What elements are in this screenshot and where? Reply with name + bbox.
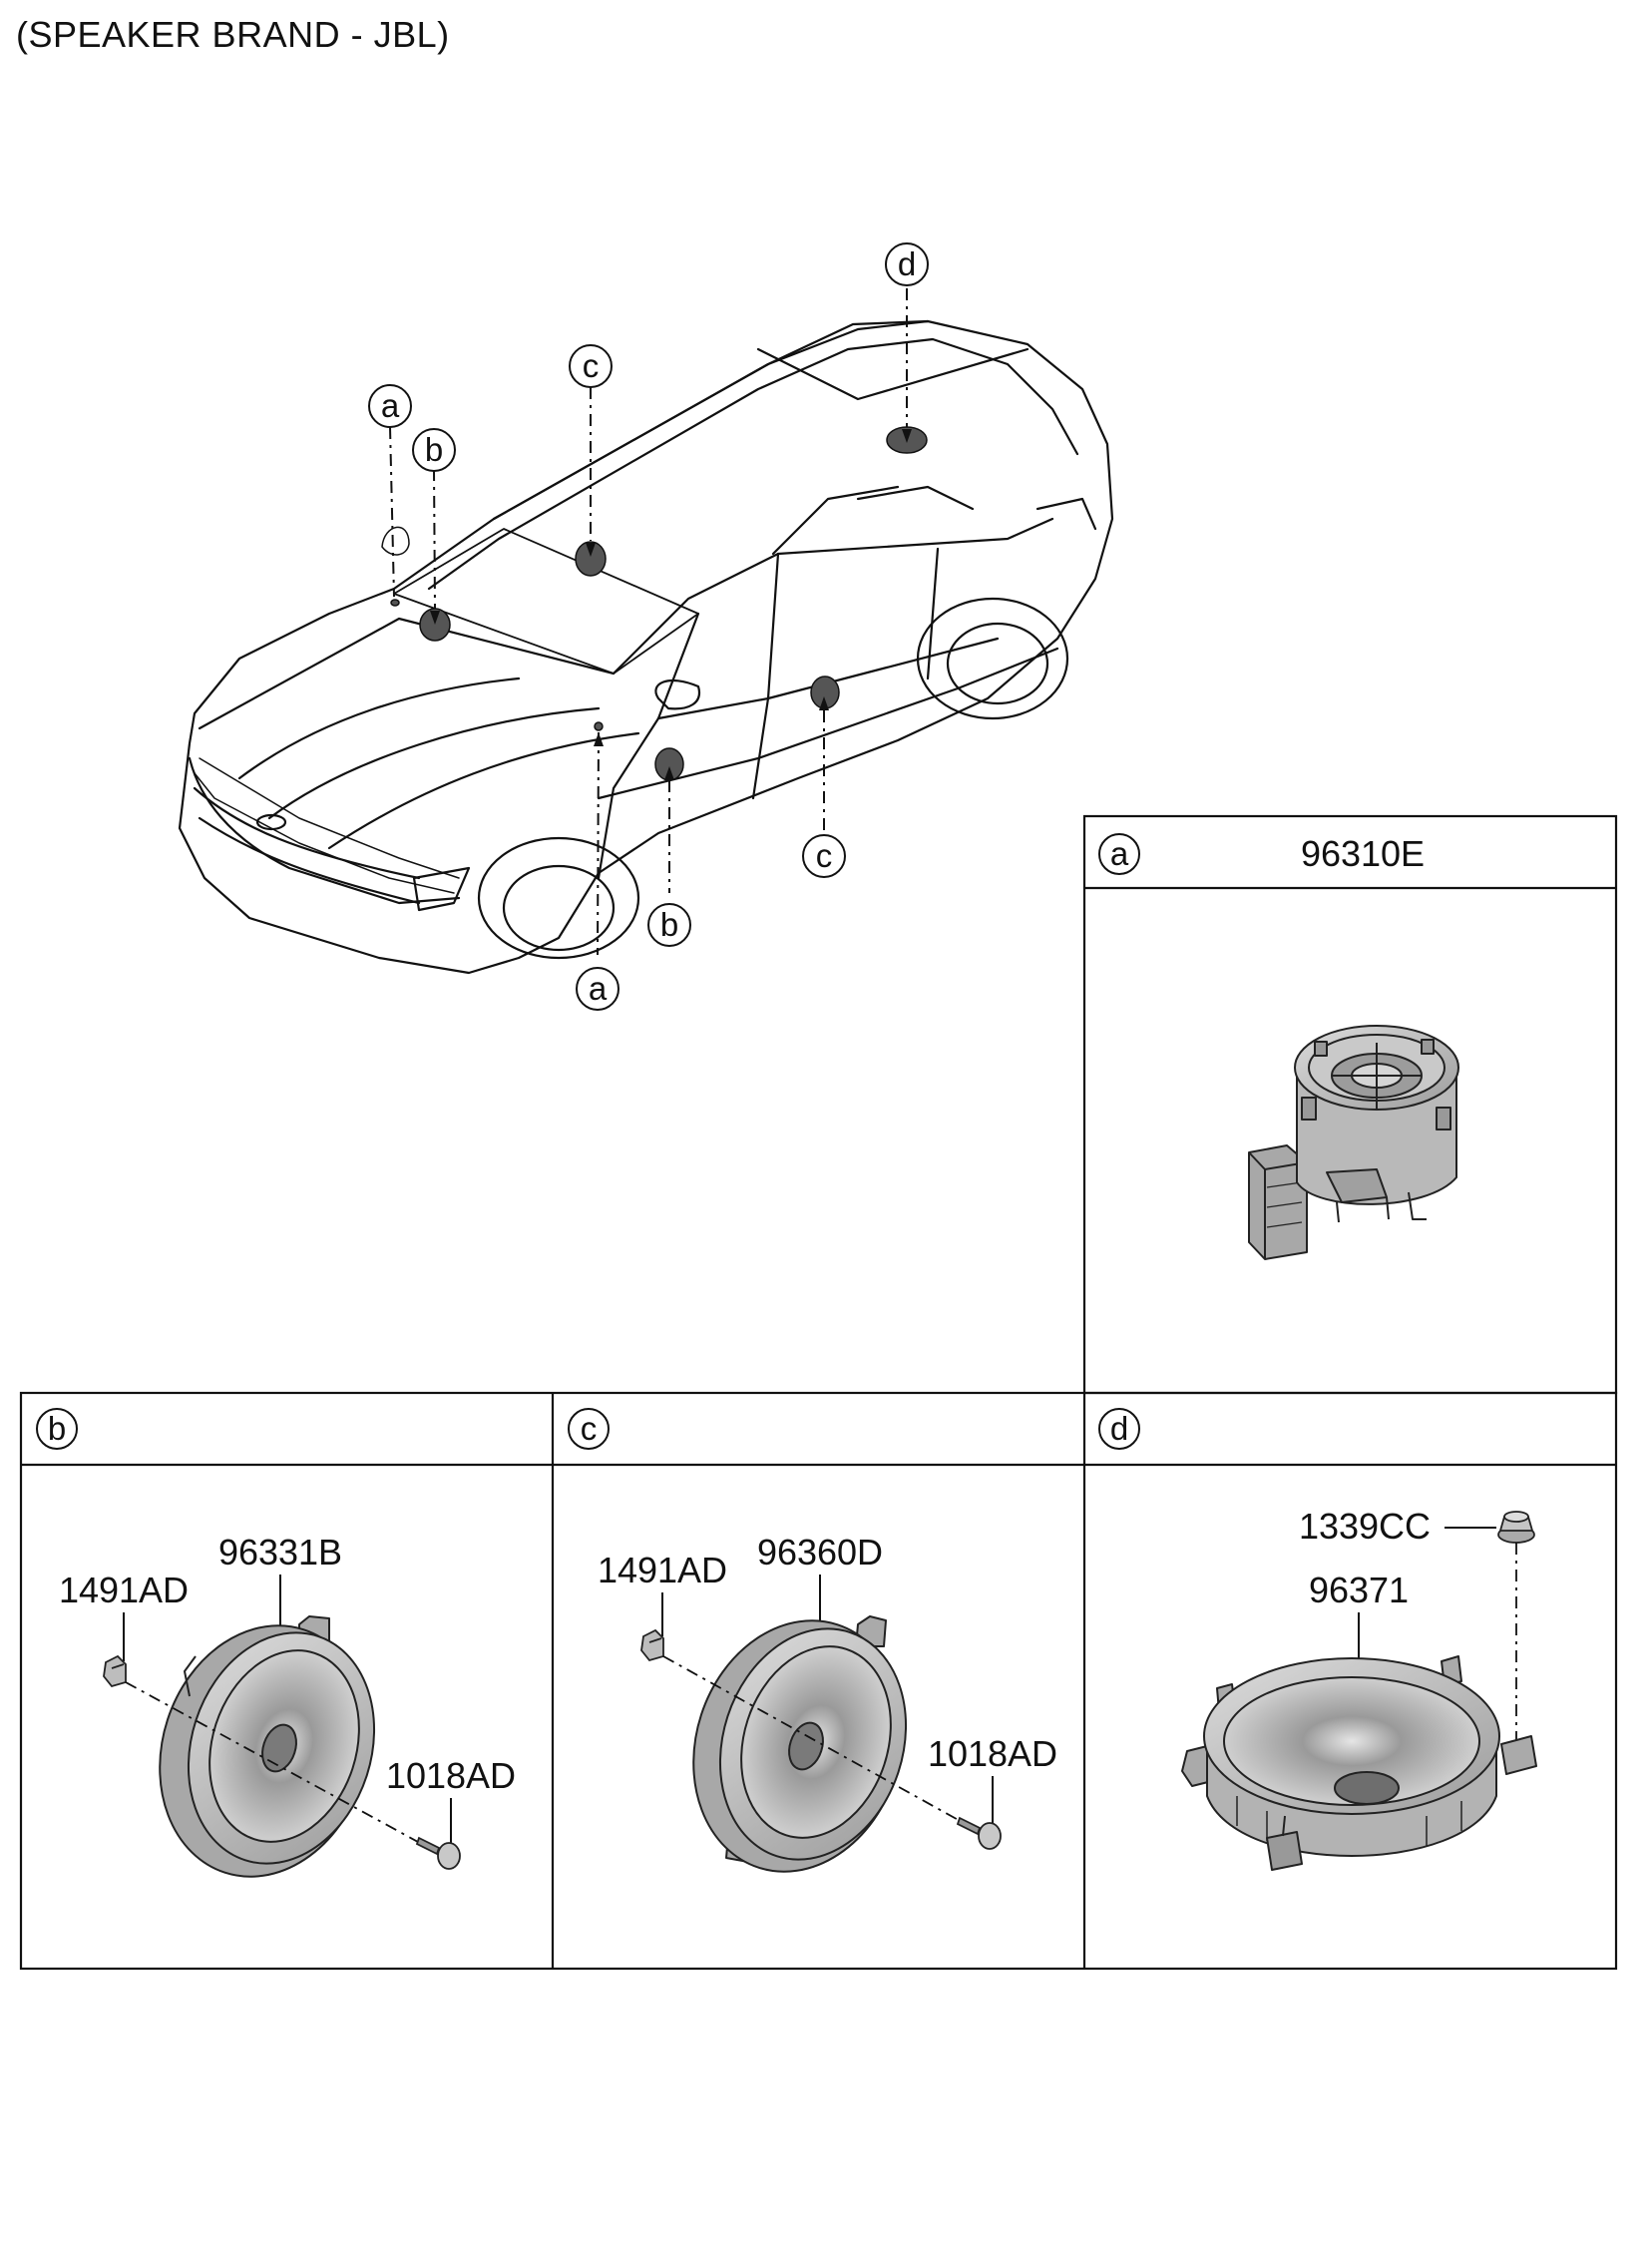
callout-arrowheads [430, 429, 912, 780]
svg-text:a: a [589, 970, 608, 1007]
svg-text:c: c [816, 837, 833, 874]
retainer-clip-icon [640, 1628, 664, 1662]
diagram-header-note: (SPEAKER BRAND - JBL) [16, 14, 450, 55]
panel-c-letter-badge: c [568, 1408, 610, 1450]
panel-d: d 1339CC 96371 [1098, 1408, 1537, 1871]
callout-c-bottom: c [802, 834, 846, 878]
panel-c-clip-part-number: 1491AD [598, 1550, 727, 1590]
flange-nut-icon [1497, 1511, 1535, 1544]
panel-d-nut-part-number: 1339CC [1299, 1506, 1431, 1547]
panel-a: a 96310E [1098, 833, 1459, 1260]
panel-b-speaker-part-number: 96331B [218, 1532, 342, 1573]
panel-b-clip-part-number: 1491AD [59, 1570, 189, 1610]
retainer-clip-icon [103, 1654, 127, 1688]
callout-d-top: d [885, 242, 929, 286]
panel-c: c 96360D 1491AD 1018AD [568, 1408, 1057, 1873]
svg-text:b: b [425, 431, 443, 468]
panel-d-speaker-part-number: 96371 [1309, 1570, 1409, 1610]
callout-c-top: c [569, 344, 613, 388]
callout-b-bottom: b [647, 903, 691, 947]
svg-text:c: c [581, 1410, 598, 1447]
callout-a-top: a [368, 384, 412, 428]
door-speaker-icon [159, 1615, 376, 1878]
panel-a-part-number: 96310E [1301, 833, 1425, 874]
svg-text:c: c [583, 347, 600, 384]
panel-b-screw-part-number: 1018AD [386, 1755, 516, 1796]
tweeter-icon [1248, 1025, 1459, 1260]
panel-frames [19, 814, 1618, 1971]
panel-d-letter-badge: d [1098, 1408, 1140, 1450]
vehicle-illustration [178, 319, 1114, 975]
rear-shelf-speaker-icon [1181, 1655, 1537, 1871]
panel-a-letter-badge: a [1098, 833, 1140, 875]
tapping-screw-icon [956, 1816, 1002, 1850]
svg-text:d: d [898, 245, 916, 282]
panel-c-screw-part-number: 1018AD [928, 1733, 1057, 1774]
panel-b: b 96331B 1491AD 1018AD [36, 1408, 516, 1878]
callout-leaders [389, 288, 908, 956]
svg-text:a: a [381, 387, 400, 424]
svg-text:a: a [1110, 835, 1129, 872]
svg-text:b: b [660, 906, 678, 943]
callout-b-top: b [412, 428, 456, 472]
panel-b-letter-badge: b [36, 1408, 78, 1450]
tapping-screw-icon [415, 1836, 461, 1870]
svg-text:d: d [1110, 1410, 1128, 1447]
svg-text:b: b [48, 1410, 66, 1447]
door-speaker-icon [692, 1615, 908, 1873]
panel-c-speaker-part-number: 96360D [757, 1532, 883, 1573]
callout-a-bottom: a [576, 967, 620, 1011]
